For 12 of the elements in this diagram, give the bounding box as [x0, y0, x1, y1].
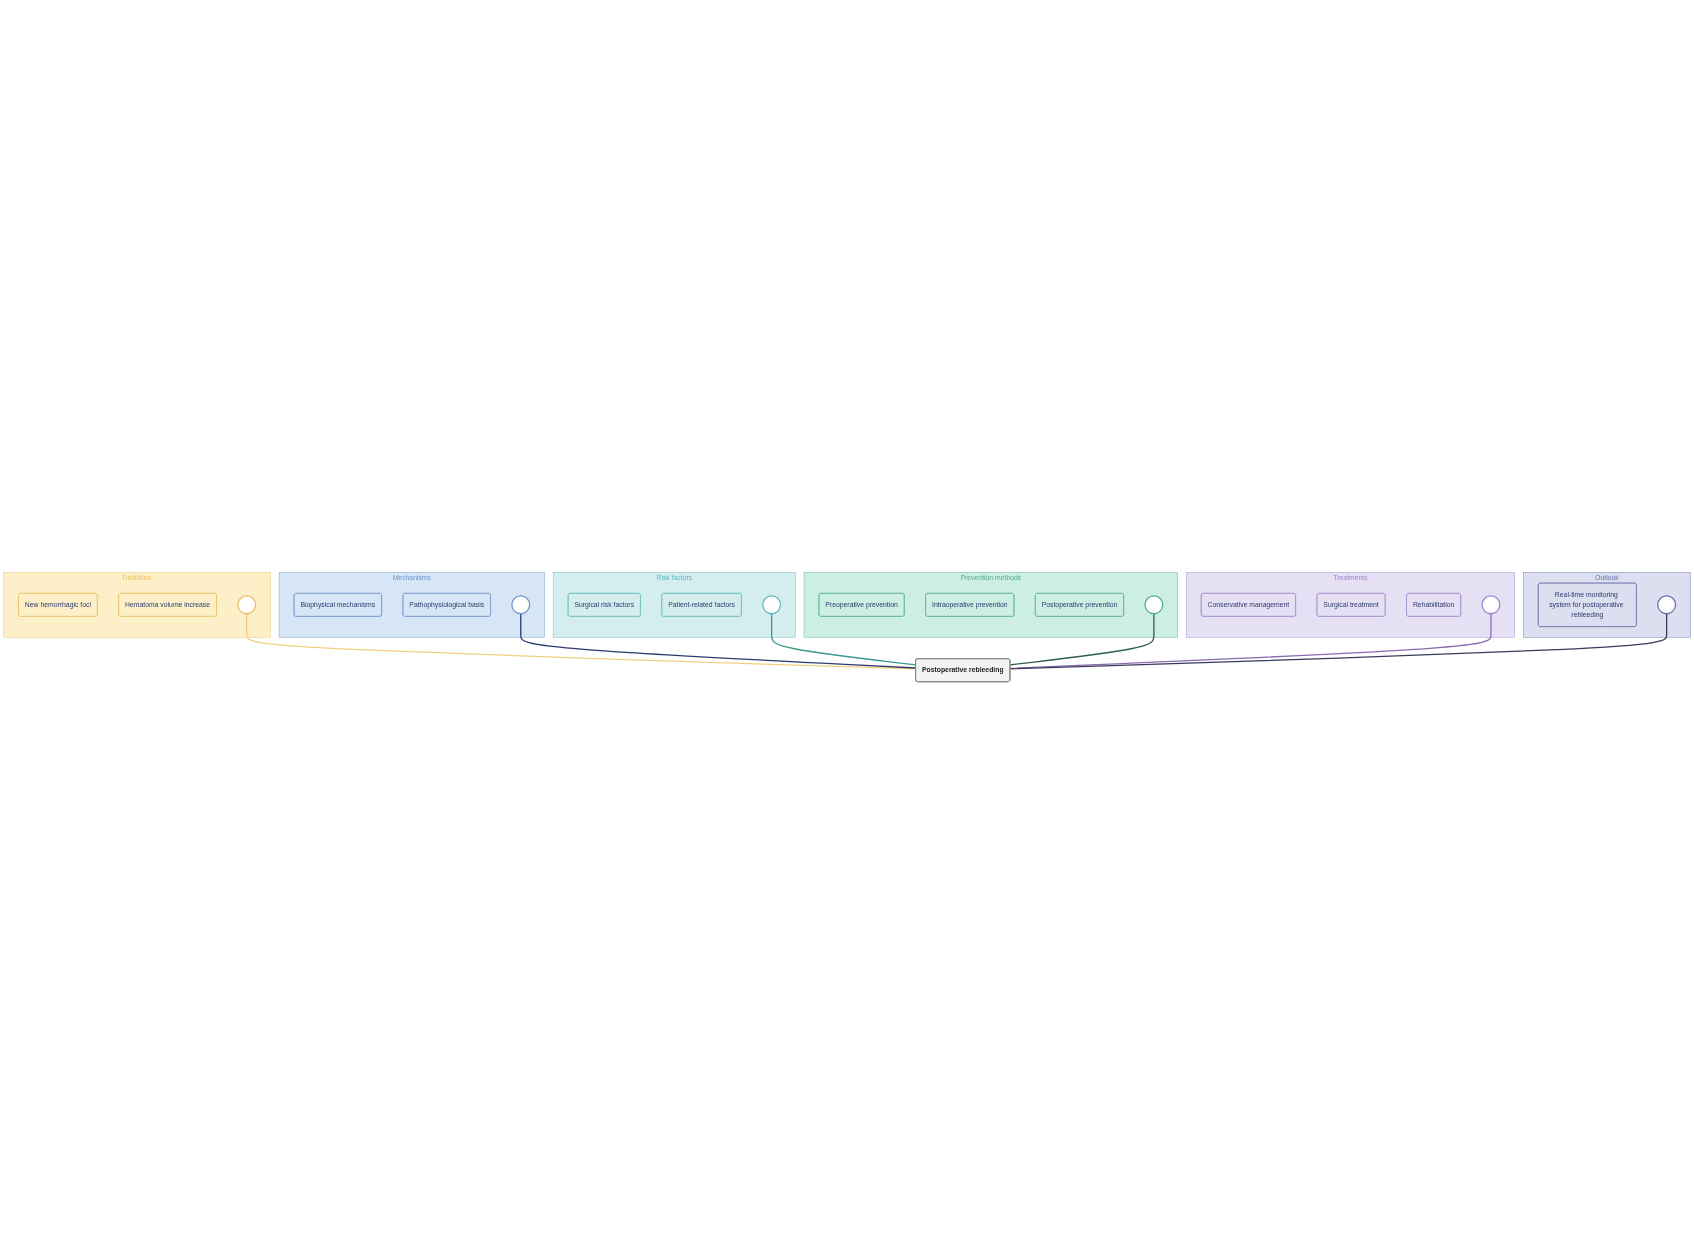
- node-circle: [511, 595, 531, 615]
- node-circle: [237, 595, 257, 615]
- connector: [520, 613, 917, 669]
- connector: [1009, 613, 1155, 666]
- connector: [246, 613, 917, 670]
- node-circle: [1144, 595, 1164, 615]
- connector: [1009, 613, 1668, 670]
- node-circle: [762, 595, 782, 615]
- connector: [1009, 613, 1492, 669]
- connector: [771, 613, 917, 666]
- node-circle: [1481, 595, 1501, 615]
- node-circle: [1657, 595, 1677, 615]
